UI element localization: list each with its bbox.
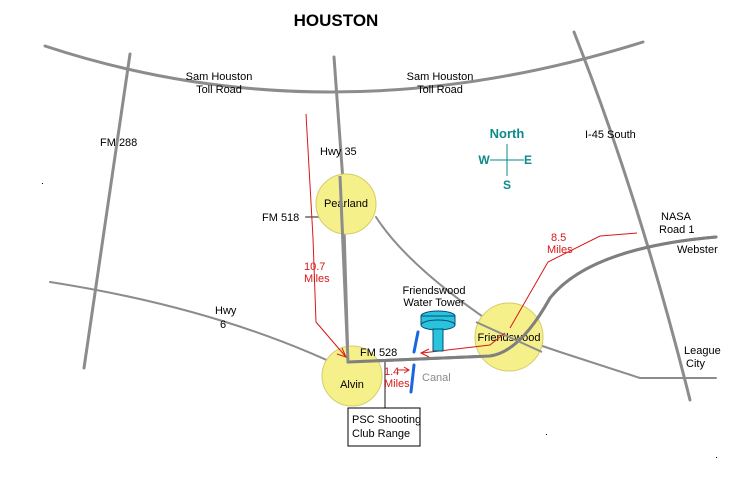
route-friendswood-to-tower xyxy=(421,332,506,354)
city-pearland-label: Pearland xyxy=(324,198,368,210)
compass-south: S xyxy=(503,178,511,192)
range-box xyxy=(347,407,421,447)
canal-segment-south xyxy=(409,363,416,394)
route-arrowhead-range xyxy=(403,366,410,374)
label-hwy-6-2: 6 xyxy=(220,319,226,331)
distance-1-4-value: 1.4 xyxy=(384,366,399,378)
label-league-city-2: City xyxy=(686,358,705,370)
range-label-1: PSC Shooting xyxy=(352,414,421,426)
route-arrowhead-alvin xyxy=(336,347,347,358)
compass-north: North xyxy=(490,126,525,141)
distance-1-4-unit: Miles xyxy=(384,378,410,390)
canal-segment-north xyxy=(412,330,420,354)
route-lines xyxy=(305,113,638,374)
label-nasa-1: NASA xyxy=(661,211,692,223)
road-hwy-6 xyxy=(49,281,361,377)
water-tower-label-1: Friendswood xyxy=(403,285,466,297)
route-tollway-to-alvin xyxy=(305,113,347,358)
distance-10-7-unit: Miles xyxy=(304,273,330,285)
distance-8-5-unit: Miles xyxy=(547,244,573,256)
city-alvin-label: Alvin xyxy=(340,379,364,391)
label-fm-288: FM 288 xyxy=(100,137,137,149)
distance-8-5-value: 8.5 xyxy=(551,232,566,244)
label-sam-houston-right-1: Sam Houston xyxy=(407,71,474,83)
compass-east: E xyxy=(524,153,532,167)
label-sam-houston-right-2: Toll Road xyxy=(417,84,463,96)
road-fm-518-overlay xyxy=(475,321,543,353)
compass-west: W xyxy=(478,153,490,167)
road-sam-houston-tollway xyxy=(43,40,645,94)
label-i-45: I-45 South xyxy=(585,129,636,141)
label-hwy-35: Hwy 35 xyxy=(320,146,357,158)
road-fm-288 xyxy=(82,52,132,370)
road-hwy-35-north xyxy=(332,55,346,197)
label-webster: Webster xyxy=(677,244,718,256)
road-fm-528-overlay xyxy=(346,235,718,364)
label-fm-528: FM 528 xyxy=(360,347,397,359)
label-fm-518: FM 518 xyxy=(262,212,299,224)
road-hwy-35-overlay xyxy=(338,175,350,363)
label-hwy-6-1: Hwy xyxy=(215,305,237,317)
water-tower: Friendswood Water Tower xyxy=(403,285,466,352)
label-league-city-1: League xyxy=(684,345,721,357)
map-specks xyxy=(42,183,717,458)
canal: Canal xyxy=(409,330,451,394)
distance-10-7-value: 10.7 xyxy=(304,261,325,273)
map-title: HOUSTON xyxy=(294,11,379,30)
psc-shooting-range: PSC Shooting Club Range xyxy=(347,407,421,447)
compass-rose: North W E S xyxy=(478,126,532,192)
route-arrowhead-tower xyxy=(419,348,430,358)
canal-label: Canal xyxy=(422,372,451,384)
water-tower-label-2: Water Tower xyxy=(403,297,464,309)
label-sam-houston-left-2: Toll Road xyxy=(196,84,242,96)
city-pearland-marker xyxy=(315,173,377,235)
compass-cross-icon xyxy=(490,144,524,176)
water-tower-icon xyxy=(420,310,456,352)
city-pearland: Pearland xyxy=(315,173,377,235)
range-label-2: Club Range xyxy=(352,428,410,440)
label-nasa-2: Road 1 xyxy=(659,224,694,236)
road-i-45 xyxy=(572,30,692,402)
label-sam-houston-left-1: Sam Houston xyxy=(186,71,253,83)
route-nasa-to-friendswood xyxy=(509,232,638,329)
